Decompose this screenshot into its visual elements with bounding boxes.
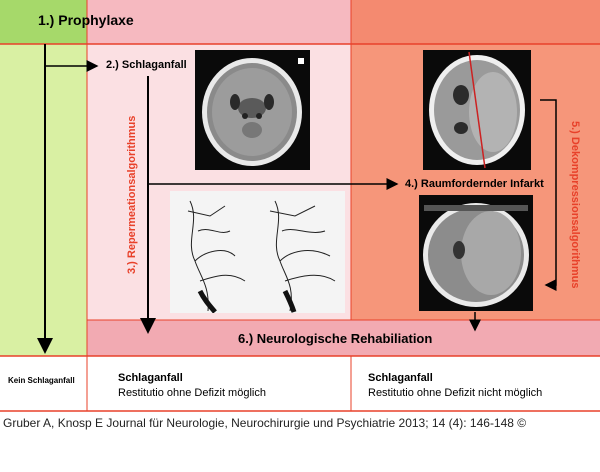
green-column bbox=[0, 44, 87, 356]
rehabilitation-band bbox=[87, 320, 600, 356]
dekompression-label: 5.) Dekompressionsalgorithmus bbox=[569, 121, 581, 289]
raumfordernder-label: 4.) Raumfordernder Infarkt bbox=[405, 178, 544, 190]
outcome-stroke-sub: Restitutio ohne Defizit möglich bbox=[118, 387, 266, 399]
outcome-stroke-right-title: Schlaganfall bbox=[368, 372, 433, 384]
ct-scan-image bbox=[195, 50, 310, 170]
outcome-stroke-right-sub: Restitutio ohne Defizit nicht möglich bbox=[368, 387, 543, 399]
rehabilitation-label: 6.) Neurologische Rehabiliation bbox=[238, 331, 433, 346]
outcome-no-stroke: Kein Schlaganfall bbox=[8, 376, 75, 385]
outcome-row bbox=[0, 356, 600, 412]
citation: Gruber A, Knosp E Journal für Neurologie… bbox=[3, 416, 527, 430]
red-header bbox=[351, 0, 600, 44]
green-header bbox=[0, 0, 87, 44]
prophylaxe-title: 1.) Prophylaxe bbox=[38, 12, 134, 28]
pink-header bbox=[87, 0, 351, 44]
angiogram-image bbox=[170, 191, 345, 313]
ct-scan-infarct-image bbox=[423, 50, 531, 170]
schlaganfall-label: 2.) Schlaganfall bbox=[106, 59, 187, 71]
repermeation-label: 3.) Repermeationsalgorithmus bbox=[126, 115, 138, 274]
outcome-stroke-title: Schlaganfall bbox=[118, 372, 183, 384]
ct-scan-decompression-image bbox=[419, 195, 533, 311]
